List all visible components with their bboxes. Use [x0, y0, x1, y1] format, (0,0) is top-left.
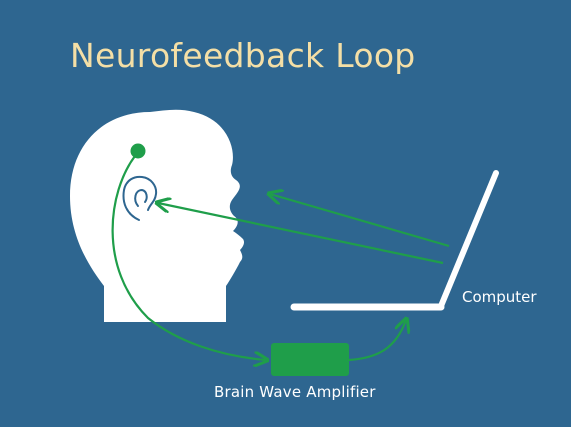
amplifier-box: [271, 343, 349, 376]
amplifier-label: Brain Wave Amplifier: [214, 383, 376, 401]
screen-to-eye-arrow: [270, 194, 450, 248]
amplifier-to-computer-arrow: [348, 320, 406, 362]
electrode-to-amplifier-arrow: [111, 155, 266, 360]
diagram-title: Neurofeedback Loop: [70, 36, 416, 75]
laptop-icon: [290, 170, 499, 311]
screen-to-ear-arrow: [158, 203, 444, 265]
electrode-dot: [130, 143, 146, 159]
computer-label: Computer: [462, 288, 537, 306]
head-silhouette: [70, 109, 244, 322]
